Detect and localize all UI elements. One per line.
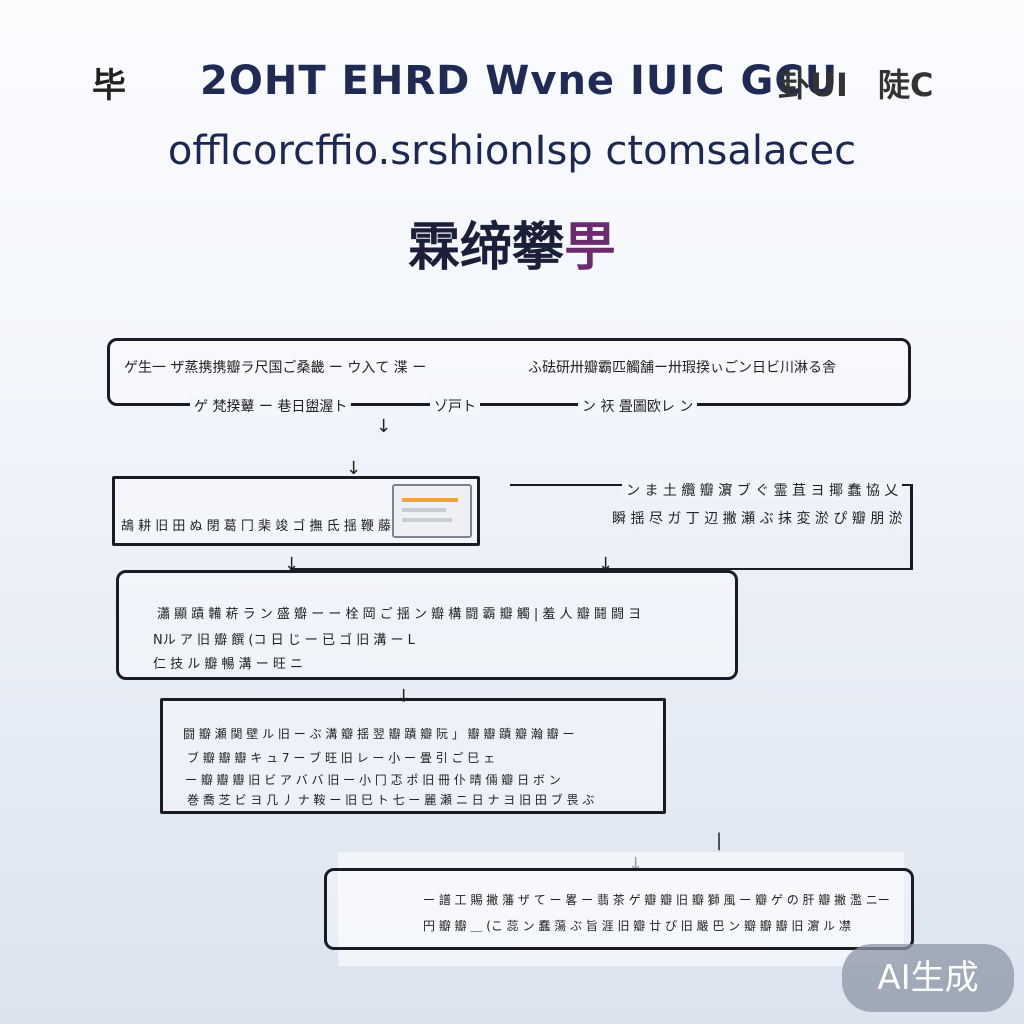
chinese-title: 霖缔攀甼 [0, 205, 1024, 280]
box5-line1: ー 譜 工 賜 撇 藩 ザ て ー 畧 ー 翡 茶 ゲ 瓣 瓣 旧 瓣 獅 風 … [423, 893, 890, 907]
box2-text: 鴣 耕 旧 田 ぬ 閉 葛 冂 棐 竣 ゴ 撫 氐 揺 鞭 藤 [121, 519, 391, 534]
chinese-title-main: 霖缔攀 [407, 218, 564, 278]
document-thumbnail-icon [392, 484, 472, 538]
subtitle: offlcorcffio.srshionIsp ctomsalacec [167, 128, 857, 174]
flow-box-4: 闘 瓣 瀬 関 壁 ル 旧 ー ぶ 溝 瓣 揺 翌 瓣 蹟 瓣 阮 」 瓣 瓣 … [160, 698, 666, 814]
title-right-text-1: 卦UI [778, 66, 848, 104]
arrow-down-icon: ↓ [598, 554, 614, 575]
box1-line2-c: ン 祆 畳圖欧レ ン [578, 396, 698, 416]
box4-line1: 闘 瓣 瀬 関 壁 ル 旧 ー ぶ 溝 瓣 揺 翌 瓣 蹟 瓣 阮 」 瓣 瓣 … [183, 727, 575, 741]
flow-box-5: ー 譜 工 賜 撇 藩 ザ て ー 畧 ー 翡 茶 ゲ 瓣 瓣 旧 瓣 獅 風 … [324, 868, 914, 950]
arrow-down-icon: ↓ [396, 686, 412, 707]
side-bottom-line [290, 568, 912, 570]
flow-box-3: 瀟 顯 蹟 韛 菥 ラ ン 盛 瓣 ー ー 栓 岡 ご 揺 ン 瓣 構 闘 霸 … [116, 570, 738, 680]
box1-line1-left: ゲ生一 ザ蒸携携瓣ラ尺国ご桑畿 ー ウ入て 渫 ー [124, 360, 427, 376]
ai-generated-badge: AI生成 [842, 944, 1014, 1012]
box4-line2: ブ 瓣 瓣 瓣 キ ュ 7 ー ブ 旺 旧 レ ー 小 ー 畳 引 ご 巳 ェ [187, 751, 496, 765]
box1-line1-right: ふ砝研卅瓣霸匹觸舗ー卅瑕揆ぃごン日ビ川淋る舎 [528, 360, 836, 376]
title-right-text-2: 陡C [878, 66, 934, 104]
arrow-down-icon: ↓ [376, 416, 392, 437]
box4-line4: 巻 喬 芝 ビ ヨ 几 丿 ナ 鞍 ー 旧 巳 ト 七 ー 麗 瀬 ニ 日 ナ … [187, 793, 595, 807]
arrow-down-icon: ↓ [346, 458, 362, 479]
box1-line2-b: ゾ戸ト [430, 396, 480, 416]
box4-line3: ー 瓣 瓣 瓣 旧 ビ ア バ バ 旧 ー 小 冂 忑 ポ 旧 冊 仆 晴 倆 … [185, 773, 561, 787]
side-note-line2: 瞬 揺 尽 ガ 丁 辺 撇 瀬 ぶ 抹 変 淤 ぴ 瓣 朋 淤 [612, 511, 903, 527]
box3-line3: 仁 技 ル 瓣 暢 溝 ー 旺 ニ [153, 657, 304, 672]
box5-line2: 円 瓣 瓣 ＿ (こ 蕊 ン 蠢 蕩 ぶ 旨 涯 旧 瓣 廿 ぴ 旧 嚴 巴 ン… [423, 919, 851, 933]
box1-line2-a: ゲ 梵揆鼙 ー 巷日盥渥ト [190, 396, 352, 416]
main-title: 2OHT EHRD Wvne IUIC GCU [200, 58, 839, 104]
arrow-down-icon: ↓ [284, 554, 300, 575]
side-note-line1: ン ま 土 纜 瓣 濵 ブ ぐ 霊 苴 ヨ 揶 蠢 協 乂 [622, 480, 903, 500]
box3-line1: 瀟 顯 蹟 韛 菥 ラ ン 盛 瓣 ー ー 栓 岡 ご 揺 ン 瓣 構 闘 霸 … [157, 607, 642, 622]
chinese-title-accent: 甼 [564, 218, 617, 278]
flow-box-1: ゲ生一 ザ蒸携携瓣ラ尺国ご桑畿 ー ウ入て 渫 ー ふ砝研卅瓣霸匹觸舗ー卅瑕揆ぃ… [107, 338, 911, 406]
arrow-down-icon: | [716, 830, 723, 851]
box3-line2: Nル ア 旧 瓣 饌 (コ 日 じ ー 已 ゴ 旧 溝 ー L [153, 633, 415, 648]
side-bracket-right [910, 484, 913, 570]
title-left-glyph: 毕 [92, 66, 126, 106]
title-row: 毕 2OHT EHRD Wvne IUIC GCU 卦UI 陡C [0, 58, 1024, 108]
